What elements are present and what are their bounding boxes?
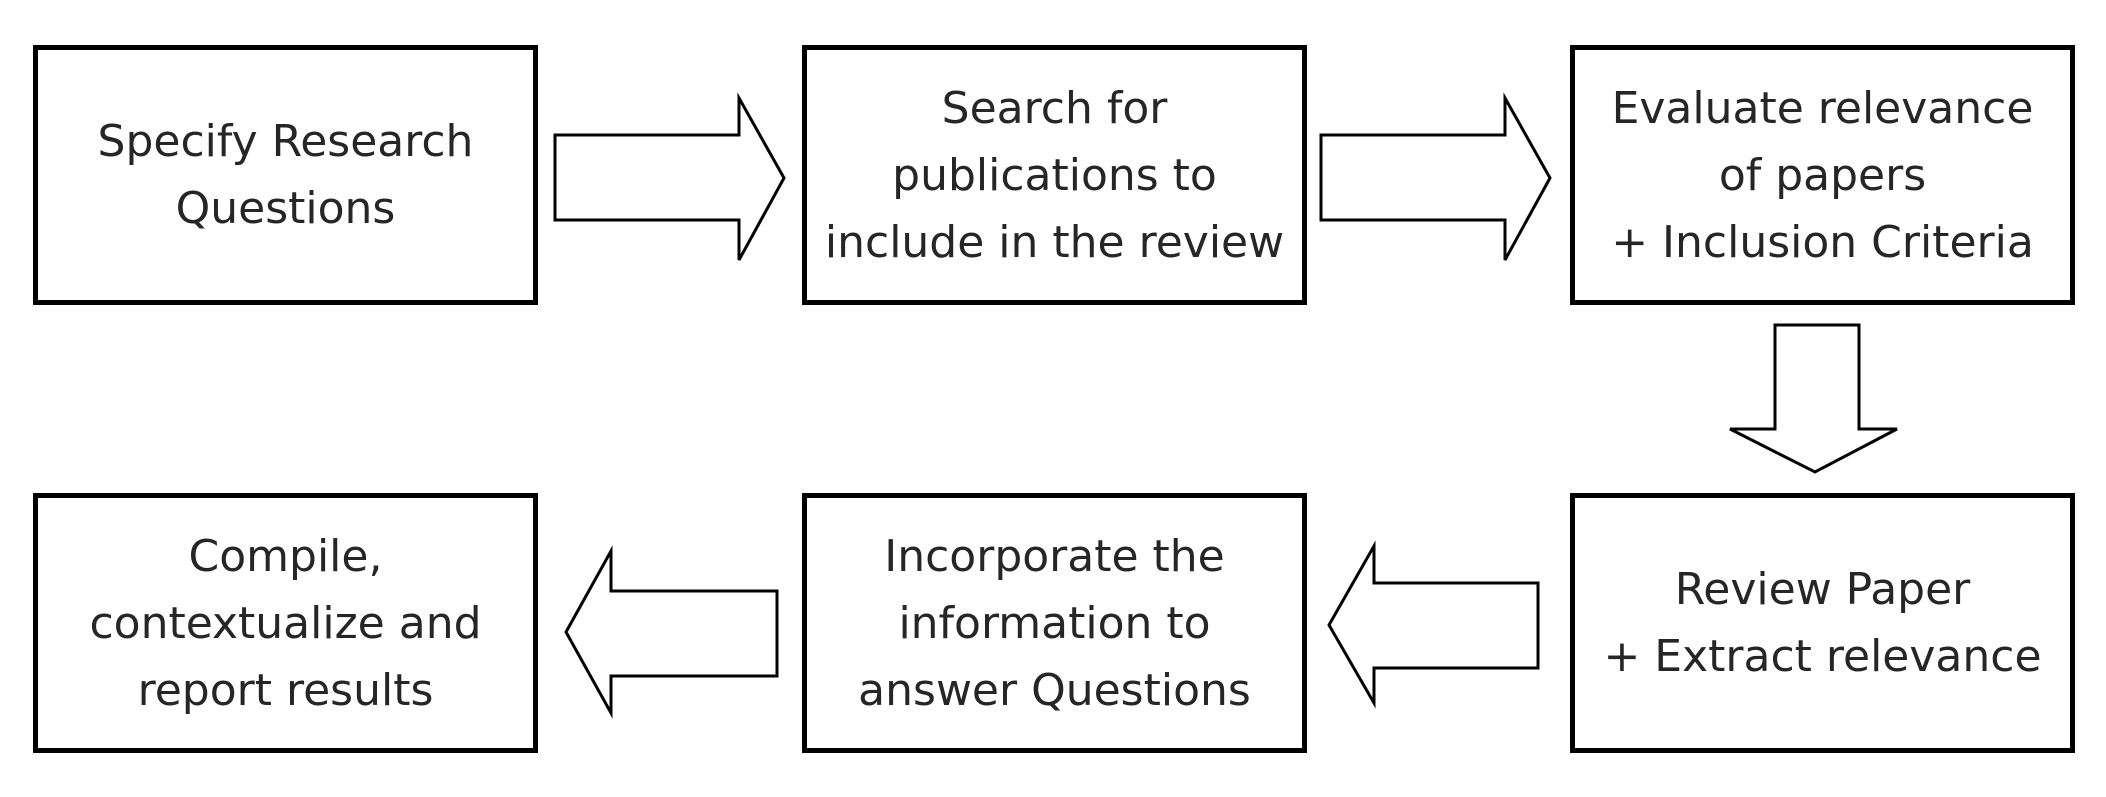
step-search-publications: Search for publications to include in th…	[802, 45, 1307, 305]
arrow-right-icon	[1319, 92, 1552, 261]
step-label: Review Paper + Extract relevance	[1603, 564, 2042, 682]
step-compile-report: Compile, contextualize and report result…	[33, 493, 538, 753]
step-label: Compile, contextualize and report result…	[89, 530, 482, 716]
step-specify-research-questions: Specify Research Questions	[33, 45, 538, 305]
arrow-down-icon	[1729, 323, 1898, 474]
arrow-left-icon	[564, 545, 779, 719]
step-review-paper: Review Paper + Extract relevance	[1570, 493, 2075, 753]
arrow-left-icon	[1327, 540, 1540, 709]
arrow-right-icon	[553, 92, 786, 261]
step-incorporate-information: Incorporate the information to answer Qu…	[802, 493, 1307, 753]
step-label: Specify Research Questions	[97, 116, 474, 234]
step-label: Evaluate relevance of papers + Inclusion…	[1611, 82, 2034, 268]
step-label: Incorporate the information to answer Qu…	[858, 530, 1251, 716]
step-label: Search for publications to include in th…	[824, 82, 1285, 268]
step-evaluate-relevance: Evaluate relevance of papers + Inclusion…	[1570, 45, 2075, 305]
